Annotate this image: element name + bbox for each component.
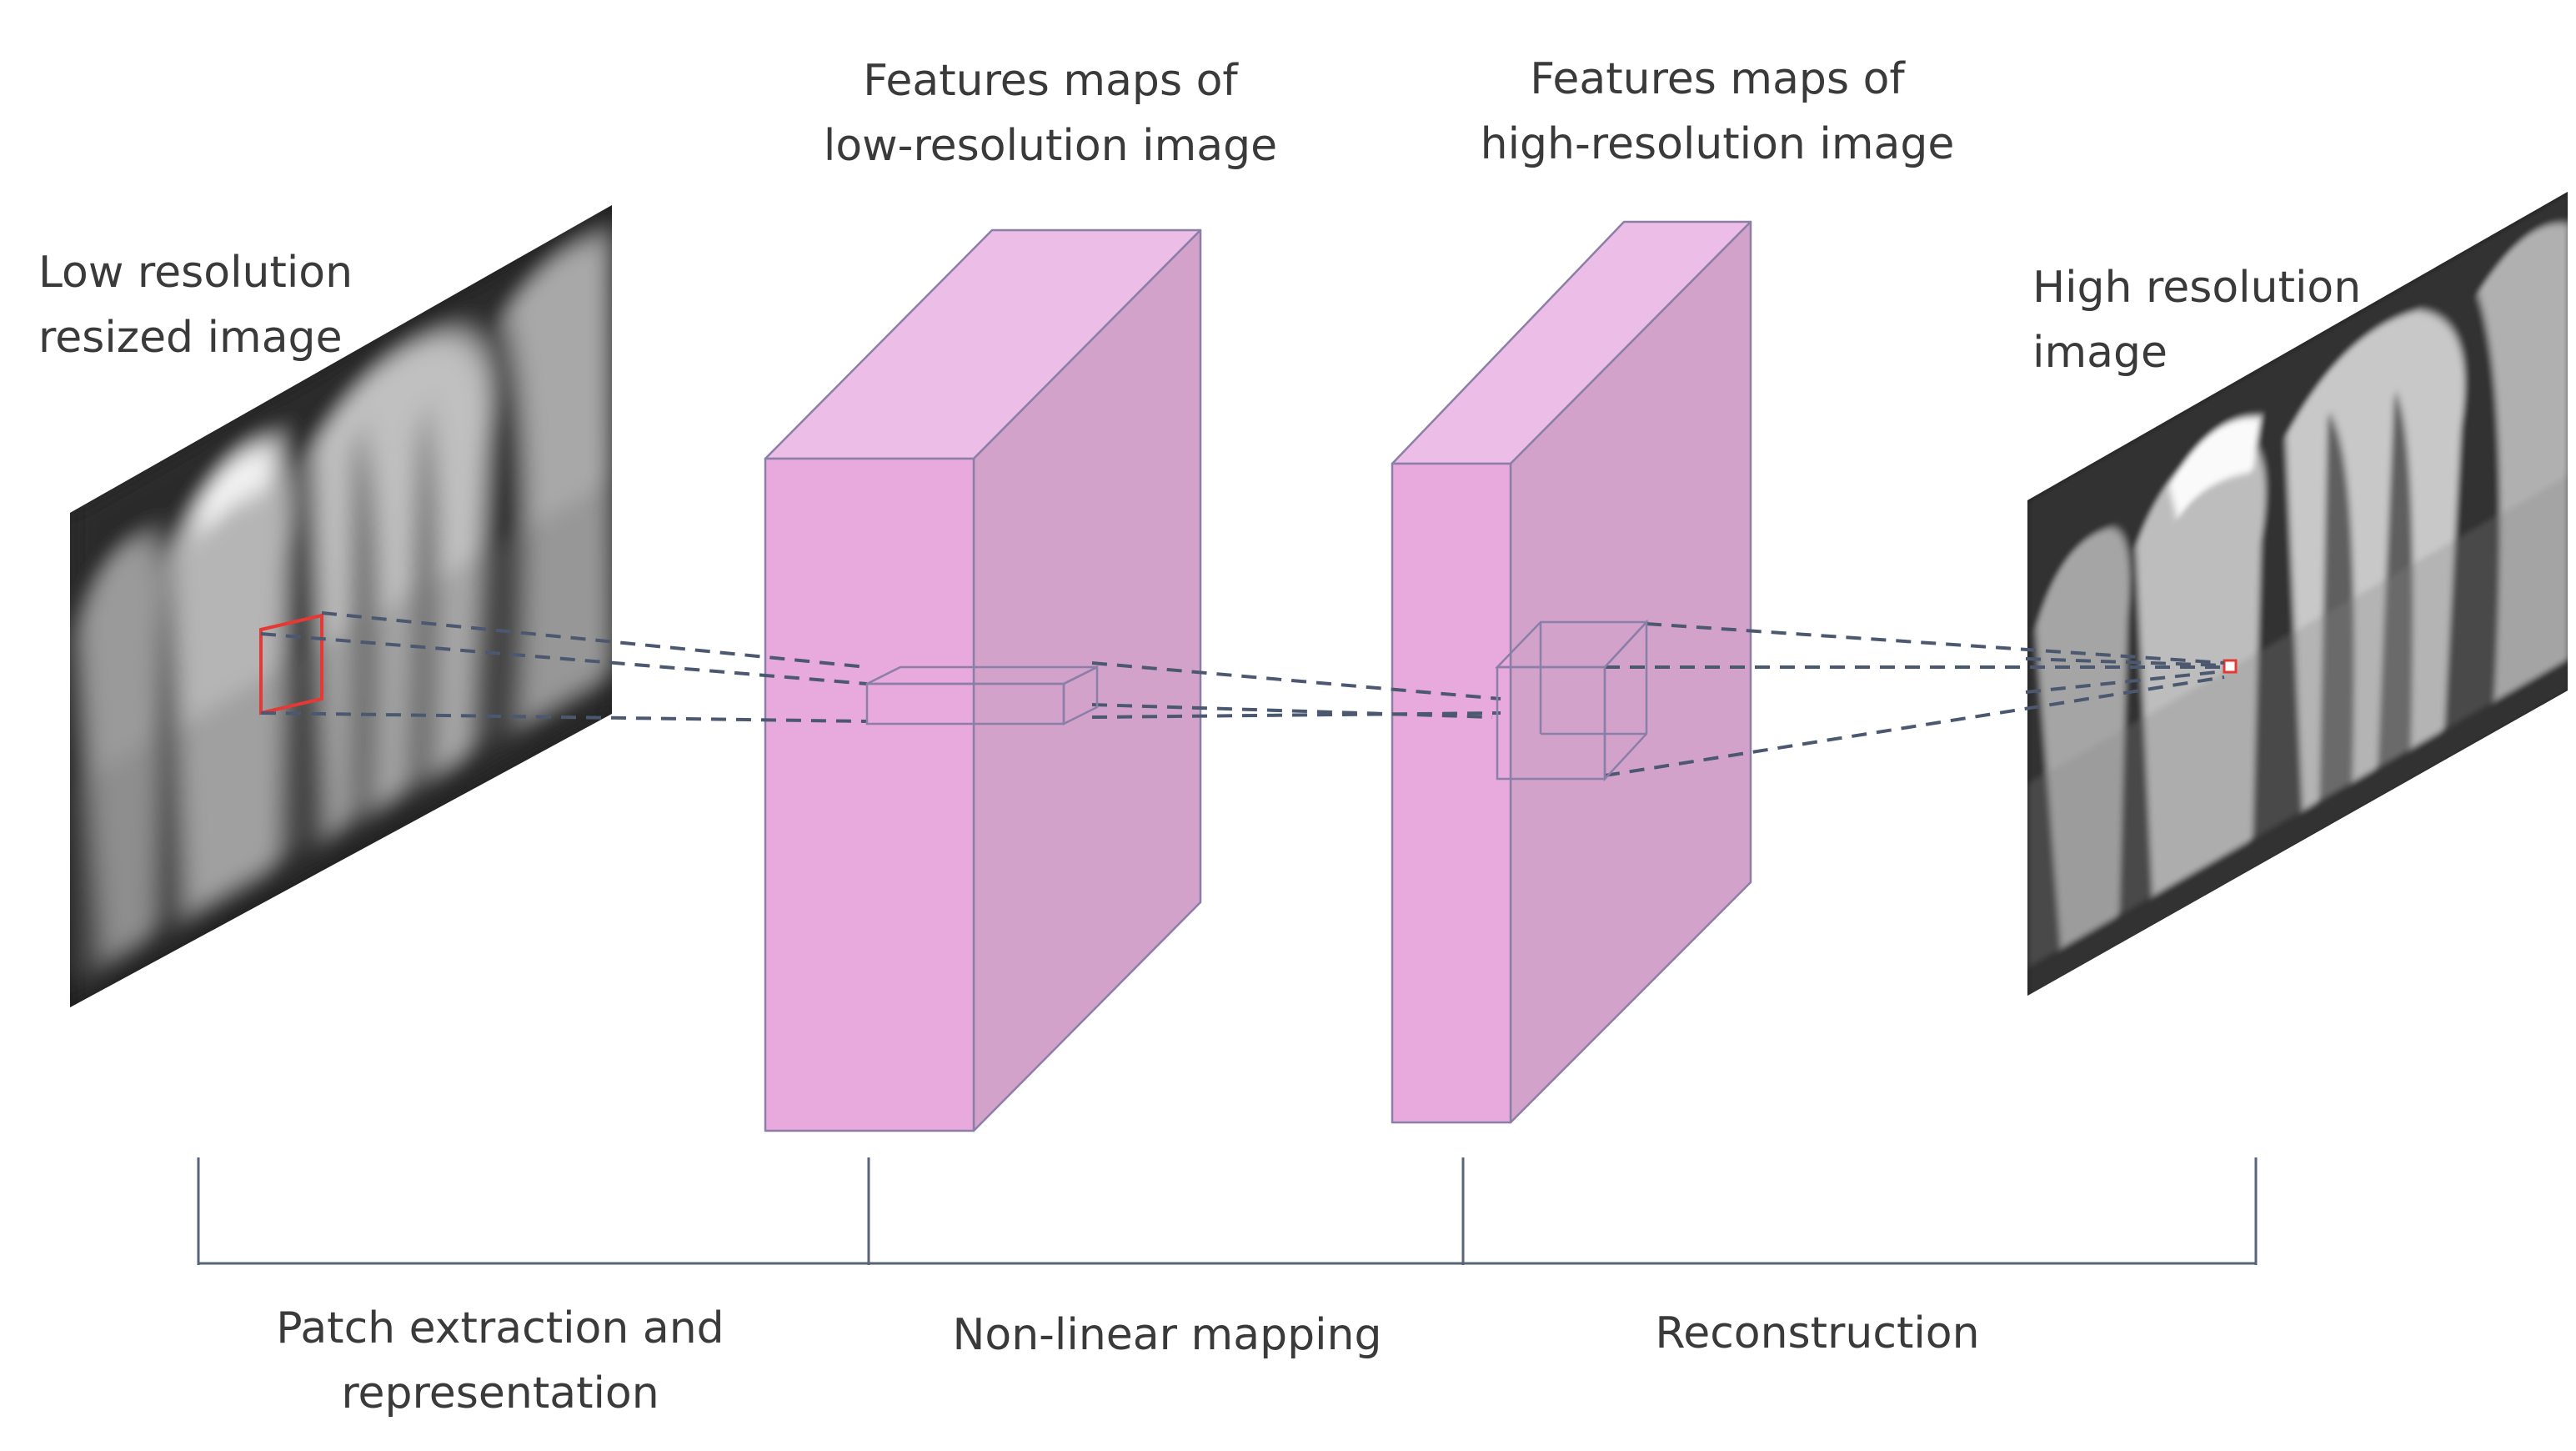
label-low-res-features: Features maps of low-resolution image — [823, 56, 1278, 171]
projection-lines — [260, 611, 2225, 777]
label-stage-reconstruction: Reconstruction — [1655, 1308, 1980, 1358]
low-res-patch-box — [259, 613, 323, 715]
label-stage-nonlinear-mapping: Non-linear mapping — [952, 1310, 1382, 1360]
label-high-res-features: Features maps of high-resolution image — [1480, 54, 1955, 169]
reconstruction-filter-cube — [1495, 619, 1649, 782]
low-res-feature-block — [764, 228, 1202, 1132]
high-res-xray-image — [2027, 192, 2568, 996]
low-res-xray-image — [70, 205, 612, 1007]
label-high-res-output: High resolution image — [2032, 263, 2362, 378]
stage-bracket — [197, 1157, 2258, 1265]
label-low-res-input: Low resolution resized image — [38, 248, 353, 363]
high-res-feature-block — [1391, 220, 1752, 1124]
label-stage-patch-extraction: Patch extraction and representation — [276, 1303, 724, 1418]
high-res-output-pixel — [2223, 659, 2238, 674]
mapping-filter-box — [865, 665, 1099, 726]
